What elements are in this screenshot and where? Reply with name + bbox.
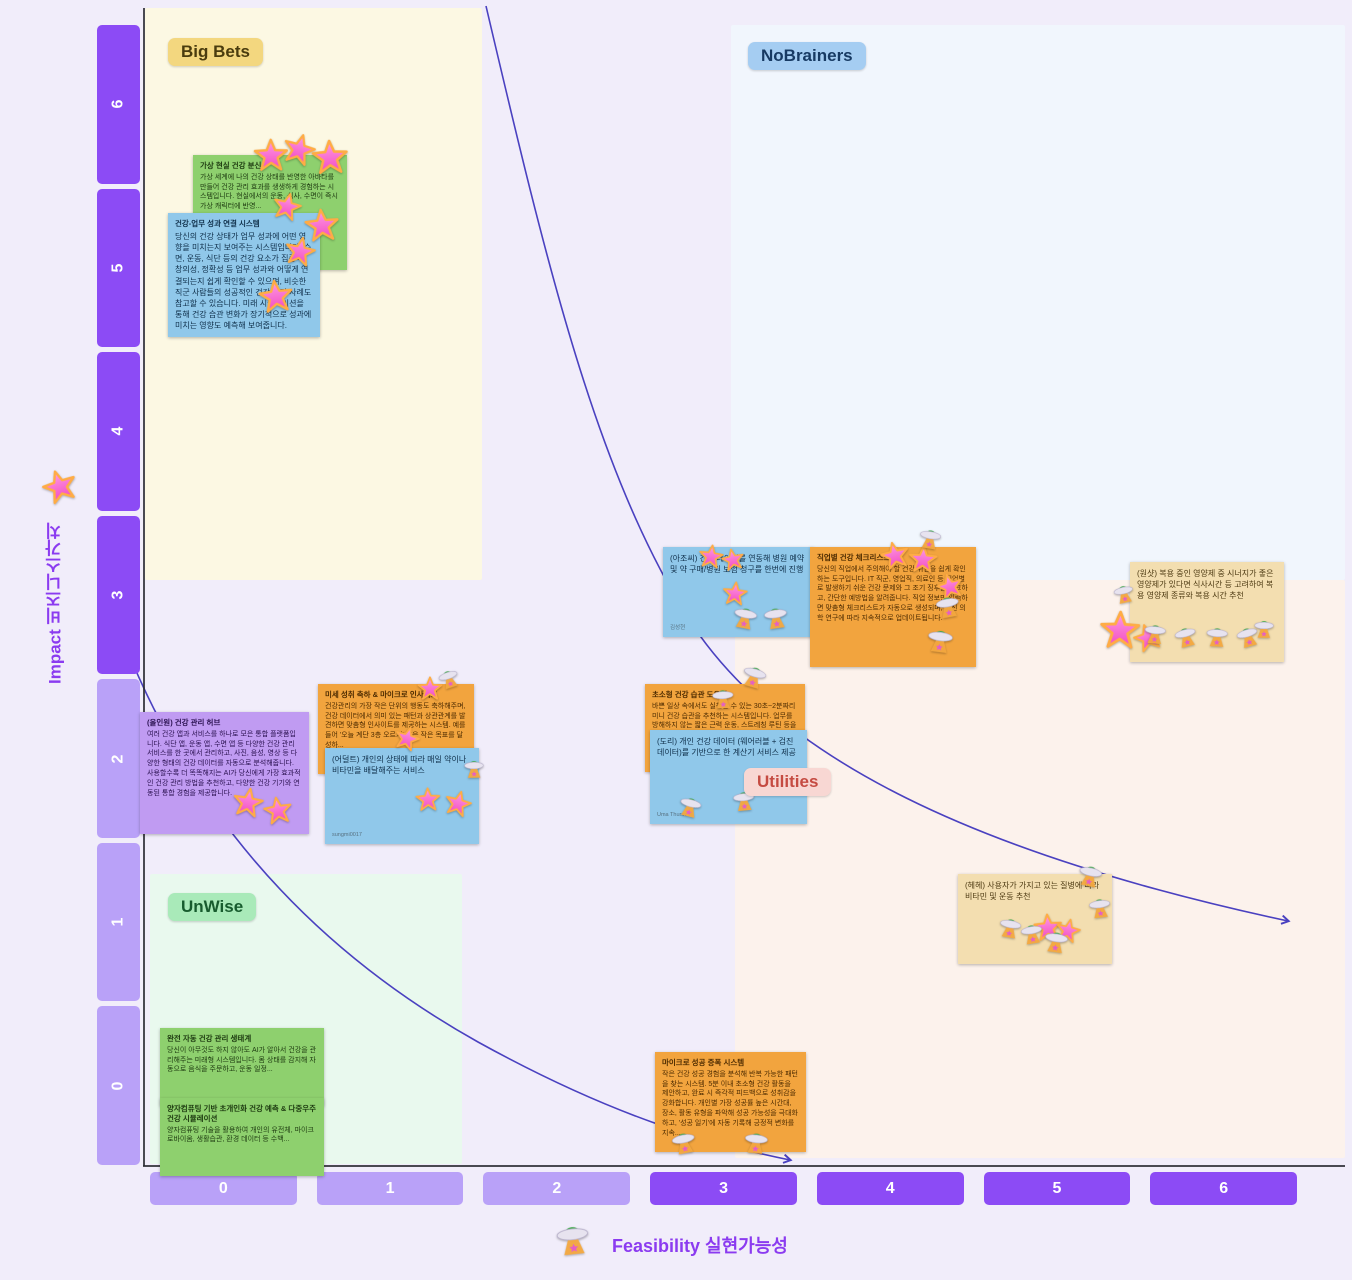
y-tick-3-label: 3 <box>109 590 127 600</box>
note-body: 작은 건강 성공 경험을 분석해 반복 가능한 패턴을 찾는 시스템. 5분 이… <box>662 1070 798 1137</box>
ufo-sticker[interactable] <box>1253 618 1275 640</box>
x-axis: 0 1 2 3 4 5 6 <box>150 1172 1298 1205</box>
note-body: 양자컴퓨팅 기술을 활용하여 개인의 유전체, 마이크로바이옴, 생활습관, 환… <box>167 1126 314 1144</box>
ufo-sticker[interactable] <box>730 603 760 633</box>
note-body: 건강관리의 가장 작은 단위의 행동도 축하해주며, 건강 데이터에서 의미 있… <box>325 702 466 749</box>
ufo-sticker[interactable] <box>742 1129 771 1158</box>
note-body: 당신의 직업에서 주의해야 할 건강 위험을 쉽게 확인하는 도구입니다. IT… <box>817 565 968 622</box>
y-axis-label[interactable]: Impact 비즈니스가치 <box>45 522 65 684</box>
star-sticker[interactable] <box>719 546 747 574</box>
ufo-sticker[interactable] <box>1142 621 1168 647</box>
ufo-sticker[interactable] <box>1041 927 1070 956</box>
ufo-sticker[interactable] <box>761 603 790 632</box>
y-tick-2[interactable]: 2 <box>97 679 140 838</box>
x-tick-1-label: 1 <box>385 1179 395 1197</box>
quadrant-label-nobrainers[interactable]: NoBrainers <box>748 42 866 70</box>
note-title: 초소형 건강 습관 도우미 <box>652 690 728 699</box>
y-tick-1[interactable]: 1 <box>97 842 140 1002</box>
x-tick-4[interactable]: 4 <box>816 1172 964 1205</box>
x-tick-3[interactable]: 3 <box>650 1172 797 1205</box>
sticky-note-adult-vitamin-delivery[interactable]: (어덜트) 개인의 상태에 따라 매일 약이나 비타민을 배달해주는 서비스 su… <box>325 748 479 844</box>
y-tick-3[interactable]: 3 <box>97 515 140 675</box>
y-tick-0[interactable]: 0 <box>97 1006 140 1166</box>
ufo-sticker[interactable] <box>1111 581 1137 607</box>
note-body: (원샷) 복용 중인 영양제 중 시너지가 좋은 영양제가 있다면 식사시간 등… <box>1137 569 1274 601</box>
note-title: 가상 현실 건강 분신 <box>200 161 262 170</box>
ufo-sticker[interactable] <box>1075 861 1106 892</box>
y-tick-0-label: 0 <box>109 1081 127 1091</box>
y-tick-4[interactable]: 4 <box>97 352 140 511</box>
quadrant-label-unwise[interactable]: UnWise <box>168 893 257 921</box>
note-body: (헤헤) 사용자가 가지고 있는 질병에 따라 비타민 및 운동 추천 <box>965 881 1100 902</box>
ufo-sticker[interactable] <box>669 1128 699 1158</box>
x-tick-2[interactable]: 2 <box>483 1172 631 1205</box>
ufo-sticker[interactable] <box>553 1220 593 1260</box>
note-title: 양자컴퓨팅 기반 초개인화 건강 예측 & 다중우주 건강 시뮬레이션 <box>167 1104 317 1123</box>
y-axis: 6 5 4 3 2 1 0 <box>97 25 140 1166</box>
x-tick-1[interactable]: 1 <box>316 1172 464 1205</box>
y-tick-5-label: 5 <box>109 263 127 273</box>
x-tick-3-label: 3 <box>719 1179 728 1197</box>
ufo-sticker[interactable] <box>710 686 735 711</box>
nobrainers-region <box>731 25 1345 580</box>
ufo-sticker[interactable] <box>924 625 955 656</box>
star-sticker[interactable] <box>281 233 319 271</box>
x-axis-line <box>143 1165 1345 1167</box>
note-author: 김성현 <box>670 625 686 631</box>
note-title: (올인원) 건강 관리 허브 <box>147 718 221 727</box>
star-sticker[interactable] <box>310 138 350 178</box>
x-tick-0[interactable]: 0 <box>150 1172 297 1205</box>
quadrant-label-utilities[interactable]: Utilities <box>744 768 832 796</box>
x-axis-label[interactable]: Feasibility 실현가능성 <box>612 1236 788 1256</box>
y-tick-6[interactable]: 6 <box>97 25 140 184</box>
note-body: 가상 세계에 나의 건강 상태를 반영한 아바타를 만들어 건강 관리 효과를 … <box>200 173 338 211</box>
note-title: 직업별 건강 체크리스트 <box>817 553 891 562</box>
ufo-sticker[interactable] <box>933 592 963 622</box>
quadrant-label-big-bets[interactable]: Big Bets <box>168 38 263 66</box>
note-title: 마이크로 성공 증폭 시스템 <box>662 1058 745 1067</box>
y-tick-2-label: 2 <box>109 754 127 764</box>
sticky-note-hehe-disease-based-recommendation[interactable]: (헤헤) 사용자가 가지고 있는 질병에 따라 비타민 및 운동 추천 <box>958 874 1112 964</box>
x-tick-0-label: 0 <box>218 1179 228 1197</box>
x-tick-6-label: 6 <box>1219 1179 1229 1197</box>
note-title: 건강-업무 성과 연결 시스템 <box>175 219 260 228</box>
y-tick-4-label: 4 <box>109 426 127 436</box>
note-title: 완전 자동 건강 관리 생태계 <box>167 1034 252 1043</box>
y-tick-5[interactable]: 5 <box>97 188 140 348</box>
star-sticker[interactable] <box>261 794 295 828</box>
y-tick-1-label: 1 <box>109 917 127 927</box>
ufo-sticker[interactable] <box>463 758 485 780</box>
note-body: 당신이 아무것도 하지 않아도 AI가 알아서 건강을 관리해주는 미래형 시스… <box>167 1046 317 1074</box>
ufo-sticker[interactable] <box>916 525 943 552</box>
x-tick-5[interactable]: 5 <box>983 1172 1131 1205</box>
x-tick-4-label: 4 <box>885 1179 895 1197</box>
ufo-sticker[interactable] <box>1204 624 1229 649</box>
note-body: (어덜트) 개인의 상태에 따라 매일 약이나 비타민을 배달해주는 서비스 <box>332 755 467 776</box>
ufo-sticker[interactable] <box>1087 895 1114 922</box>
note-author: Uma Thurman <box>657 812 693 818</box>
note-body: 여러 건강 앱과 서비스를 하나로 모은 통합 플랫폼입니다. 식단 앱, 운동… <box>147 730 301 797</box>
star-sticker[interactable] <box>415 787 442 814</box>
note-body: (도리) 개인 건강 데이터 (웨어러블 + 검진 데이터)를 기반으로 한 계… <box>657 737 796 758</box>
note-title: 미세 성취 축하 & 마이크로 인사이트 <box>325 690 438 699</box>
x-tick-6[interactable]: 6 <box>1150 1172 1298 1205</box>
x-tick-2-label: 2 <box>552 1179 562 1197</box>
note-author: sungmi0017 <box>332 832 362 838</box>
star-sticker[interactable] <box>256 277 296 317</box>
x-tick-5-label: 5 <box>1052 1179 1062 1197</box>
y-axis-line <box>143 8 145 1166</box>
note-body: 당신의 건강 상태가 업무 성과에 어떤 영향을 미치는지 보여주는 시스템입니… <box>175 231 312 331</box>
y-tick-6-label: 6 <box>109 99 127 109</box>
